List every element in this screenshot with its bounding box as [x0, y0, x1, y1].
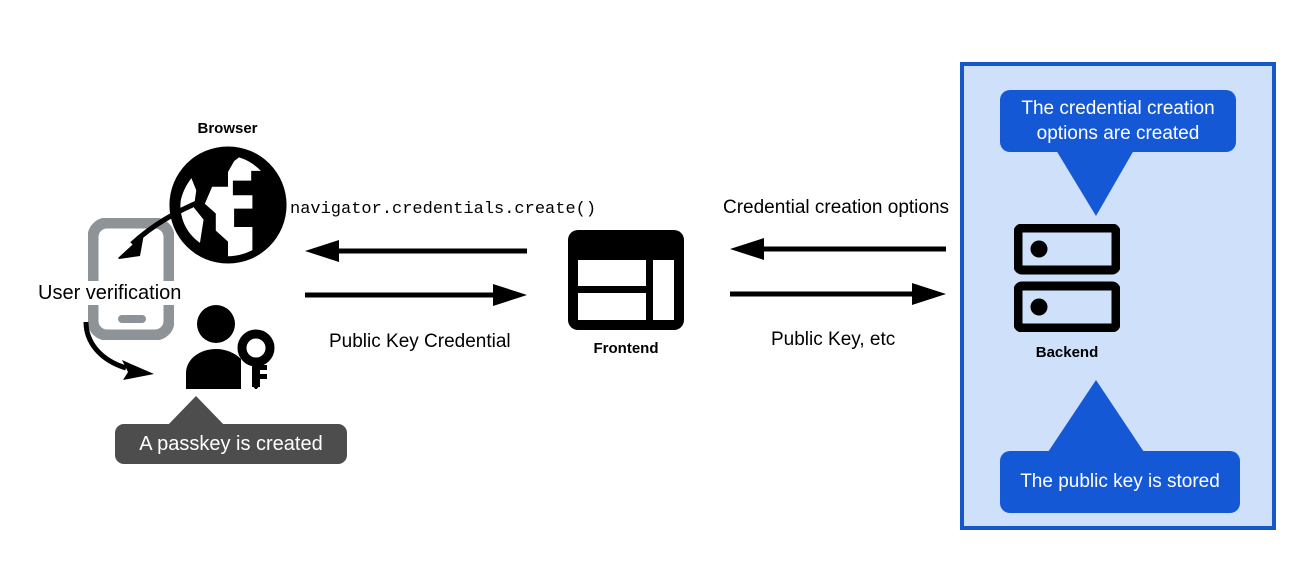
callout-public-key-stored-text: The public key is stored: [1020, 471, 1220, 493]
callout-passkey-created: A passkey is created: [115, 424, 347, 464]
globe-icon: [169, 146, 287, 264]
user-verification-label: User verification: [36, 281, 184, 305]
arrow-backend-to-frontend: [730, 238, 946, 260]
message-public-key-credential-label: Public Key Credential: [329, 331, 511, 352]
backend-caption: Backend: [1035, 344, 1099, 361]
callout-passkey-created-text: A passkey is created: [139, 433, 323, 455]
arrow-phone-to-user: [83, 321, 154, 380]
arrow-browser-to-frontend: [305, 284, 527, 306]
arrow-frontend-to-backend: [730, 283, 946, 305]
user-with-key-icon: [186, 305, 275, 389]
frontend-caption: Frontend: [593, 340, 659, 357]
message-credential-creation-options-label: Credential creation options: [723, 197, 950, 218]
arrow-frontend-to-browser: [305, 240, 527, 262]
message-public-key-etc-label: Public Key, etc: [771, 329, 896, 350]
callout-public-key-stored: The public key is stored: [1000, 451, 1240, 513]
arrow-browser-to-phone: [118, 197, 205, 259]
window-layout-icon: [568, 230, 684, 330]
server-rack-icon: [1014, 224, 1120, 332]
callout-credential-options-created-text: The credential creation options are crea…: [1021, 97, 1215, 144]
browser-caption: Browser: [197, 120, 258, 137]
callout-credential-options-created: The credential creation options are crea…: [1000, 90, 1236, 152]
message-navigator-create-label: navigator.credentials.create(): [290, 200, 597, 219]
mobile-phone-icon: [88, 218, 174, 340]
